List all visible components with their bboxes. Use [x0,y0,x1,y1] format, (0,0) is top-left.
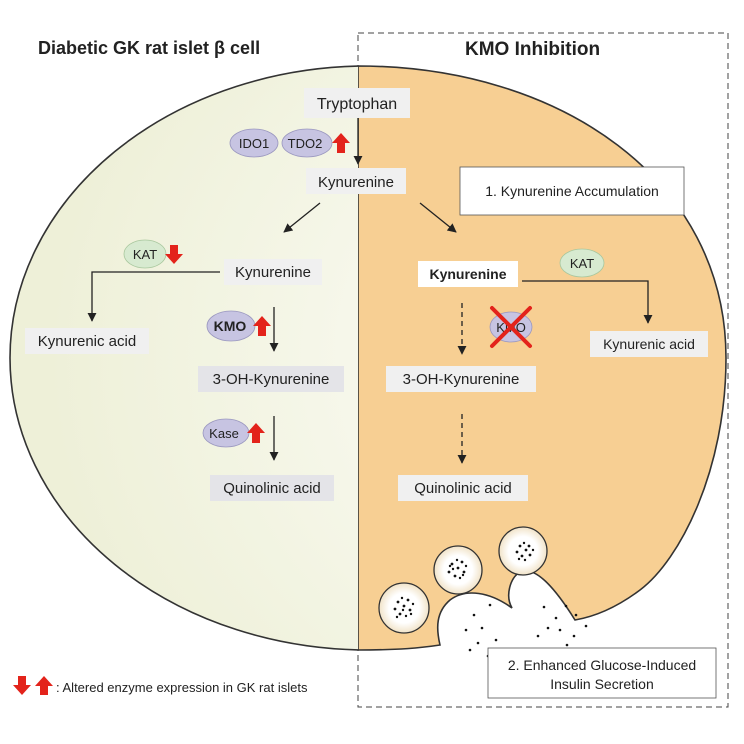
quinolinic-acid-left-box [210,475,334,501]
legend-label: : Altered enzyme expression in GK rat is… [56,680,308,695]
kynurenine-right-label: Kynurenine [429,266,506,282]
accumulation-label: 1. Kynurenine Accumulation [485,183,659,199]
accumulation-box [459,166,685,216]
ido1-label: IDO1 [239,136,269,151]
released-insulin-granules [464,603,588,658]
kynurenic-acid-right-box [590,331,708,357]
kynurenic-acid-left-box [25,328,149,354]
left-title: Diabetic GK rat islet β cell [38,38,260,58]
cell-left-half [9,65,358,651]
ido1-enzyme [229,128,279,158]
oh-kynurenine-right-label: 3-OH-Kynurenine [403,371,520,388]
oh-kynurenine-left-box [198,366,344,392]
kynurenine-top-box [306,168,406,194]
up-arrow-icon [332,133,350,153]
legend: : Altered enzyme expression in GK rat is… [13,676,308,695]
up-arrow-icon [35,676,53,695]
tryptophan-box [304,88,410,118]
arrow-to-left-kynurenine [283,202,321,233]
kynurenine-left-label: Kynurenine [235,264,311,281]
quinolinic-acid-right-box [398,475,528,501]
quinolinic-acid-right-label: Quinolinic acid [414,480,512,497]
kynurenic-acid-left-label: Kynurenic acid [38,333,136,350]
up-arrow-icon [247,423,265,443]
kynurenic-acid-right-label: Kynurenic acid [603,336,695,352]
secretion-label-line2: Insulin Secretion [550,676,654,692]
arrow-to-kynurenic-acid-right [522,280,653,324]
kat-label-right: KAT [570,256,594,271]
kase-label: Kase [209,426,239,441]
tryptophan-label: Tryptophan [317,96,397,113]
kynurenine-left-box [224,259,322,285]
arrow-to-right-kynurenine [419,202,457,233]
oh-kynurenine-left-label: 3-OH-Kynurenine [213,371,330,388]
kynurenine-top-label: Kynurenine [318,174,394,191]
tdo2-label: TDO2 [288,136,323,151]
inhibition-cross-icon [490,306,532,348]
secretion-label-line1: 2. Enhanced Glucose-Induced [508,657,696,673]
insulin-vesicle [498,526,548,576]
quinolinic-acid-left-label: Quinolinic acid [223,480,321,497]
arrow-to-kynurenic-acid-left [87,271,220,322]
up-arrow-icon [253,316,271,336]
down-arrow-icon [13,676,31,695]
down-arrow-icon [165,245,183,264]
kynurenine-right-box [418,261,518,287]
oh-kynurenine-right-box [386,366,536,392]
right-title: KMO Inhibition [465,39,600,60]
secretion-box [487,647,717,699]
insulin-vesicle [378,582,430,634]
insulin-vesicle [433,545,483,595]
kmo-label-left: KMO [214,318,247,334]
kat-enzyme-right [559,248,605,278]
kat-label-left: KAT [133,247,157,262]
